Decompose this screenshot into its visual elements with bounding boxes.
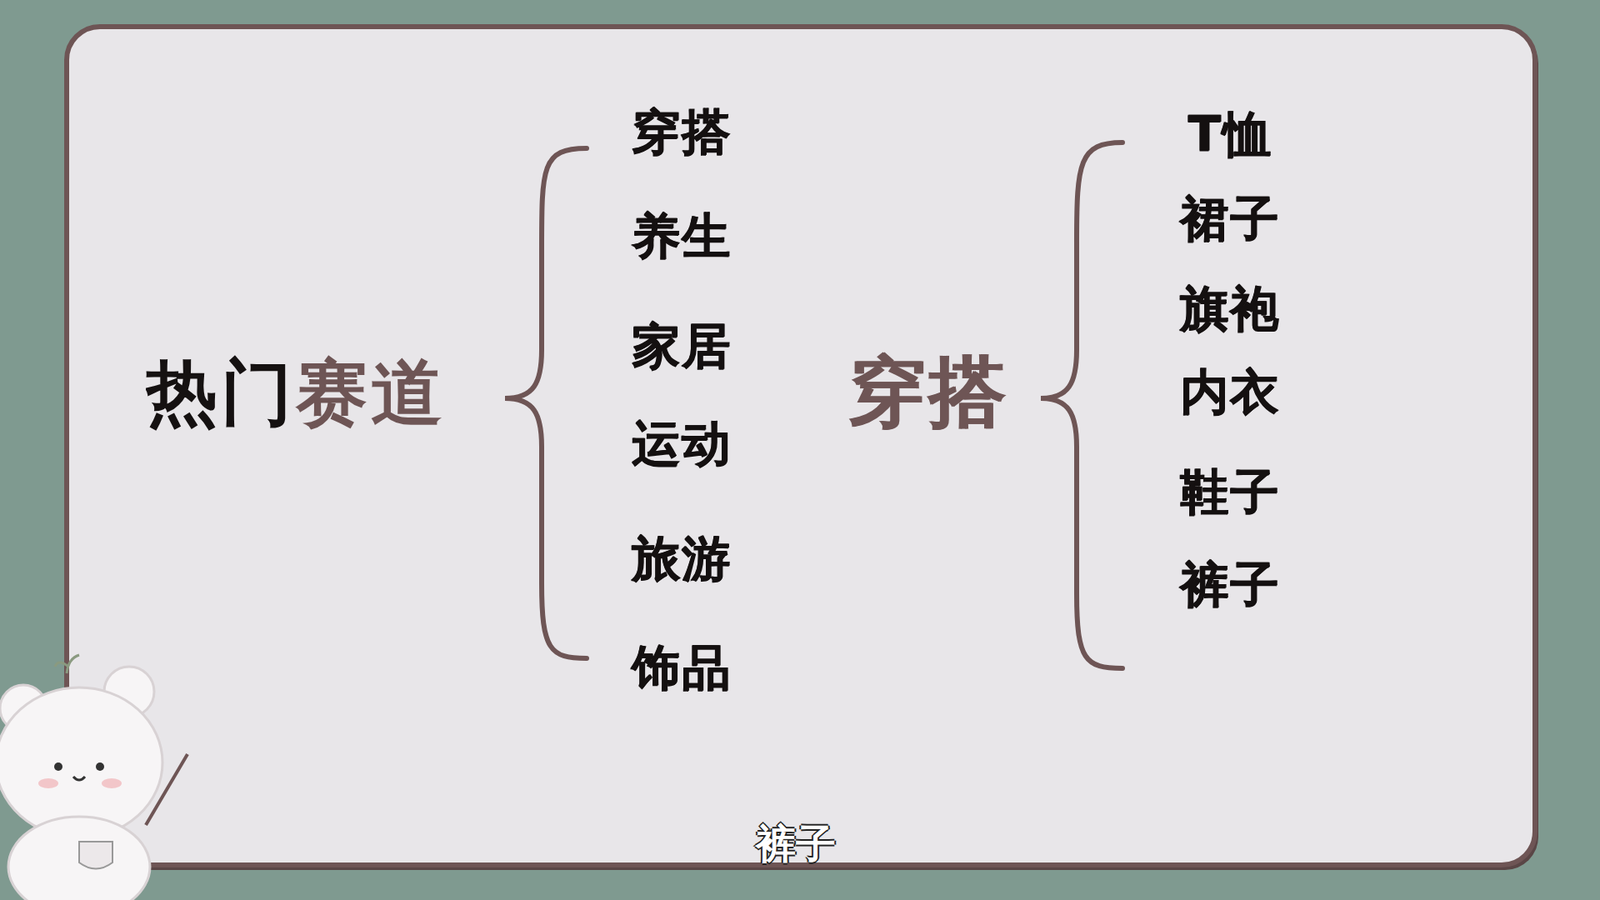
category-label: 饰品 [631, 641, 732, 695]
category-label: 养生 [631, 210, 732, 264]
item-label: 内衣 [1180, 365, 1280, 420]
subheading: 穿搭 [848, 350, 1009, 435]
brace [505, 148, 587, 659]
subtitle-caption: 裤子 [755, 821, 836, 866]
item-label: 裙子 [1180, 192, 1280, 246]
panel [66, 26, 1535, 865]
brace [1040, 142, 1123, 669]
category-label: 旅游 [631, 532, 732, 586]
heading: 热门赛道 [145, 353, 446, 433]
bear-illustration [0, 655, 188, 900]
category-label: 穿搭 [631, 105, 732, 160]
item-label: 裤子 [1180, 558, 1280, 612]
item-label: 鞋子 [1180, 465, 1280, 520]
category-label: 运动 [631, 417, 732, 471]
item-label: 旗袍 [1180, 282, 1280, 336]
category-label: 家居 [631, 320, 732, 374]
item-label: T恤 [1187, 108, 1273, 162]
